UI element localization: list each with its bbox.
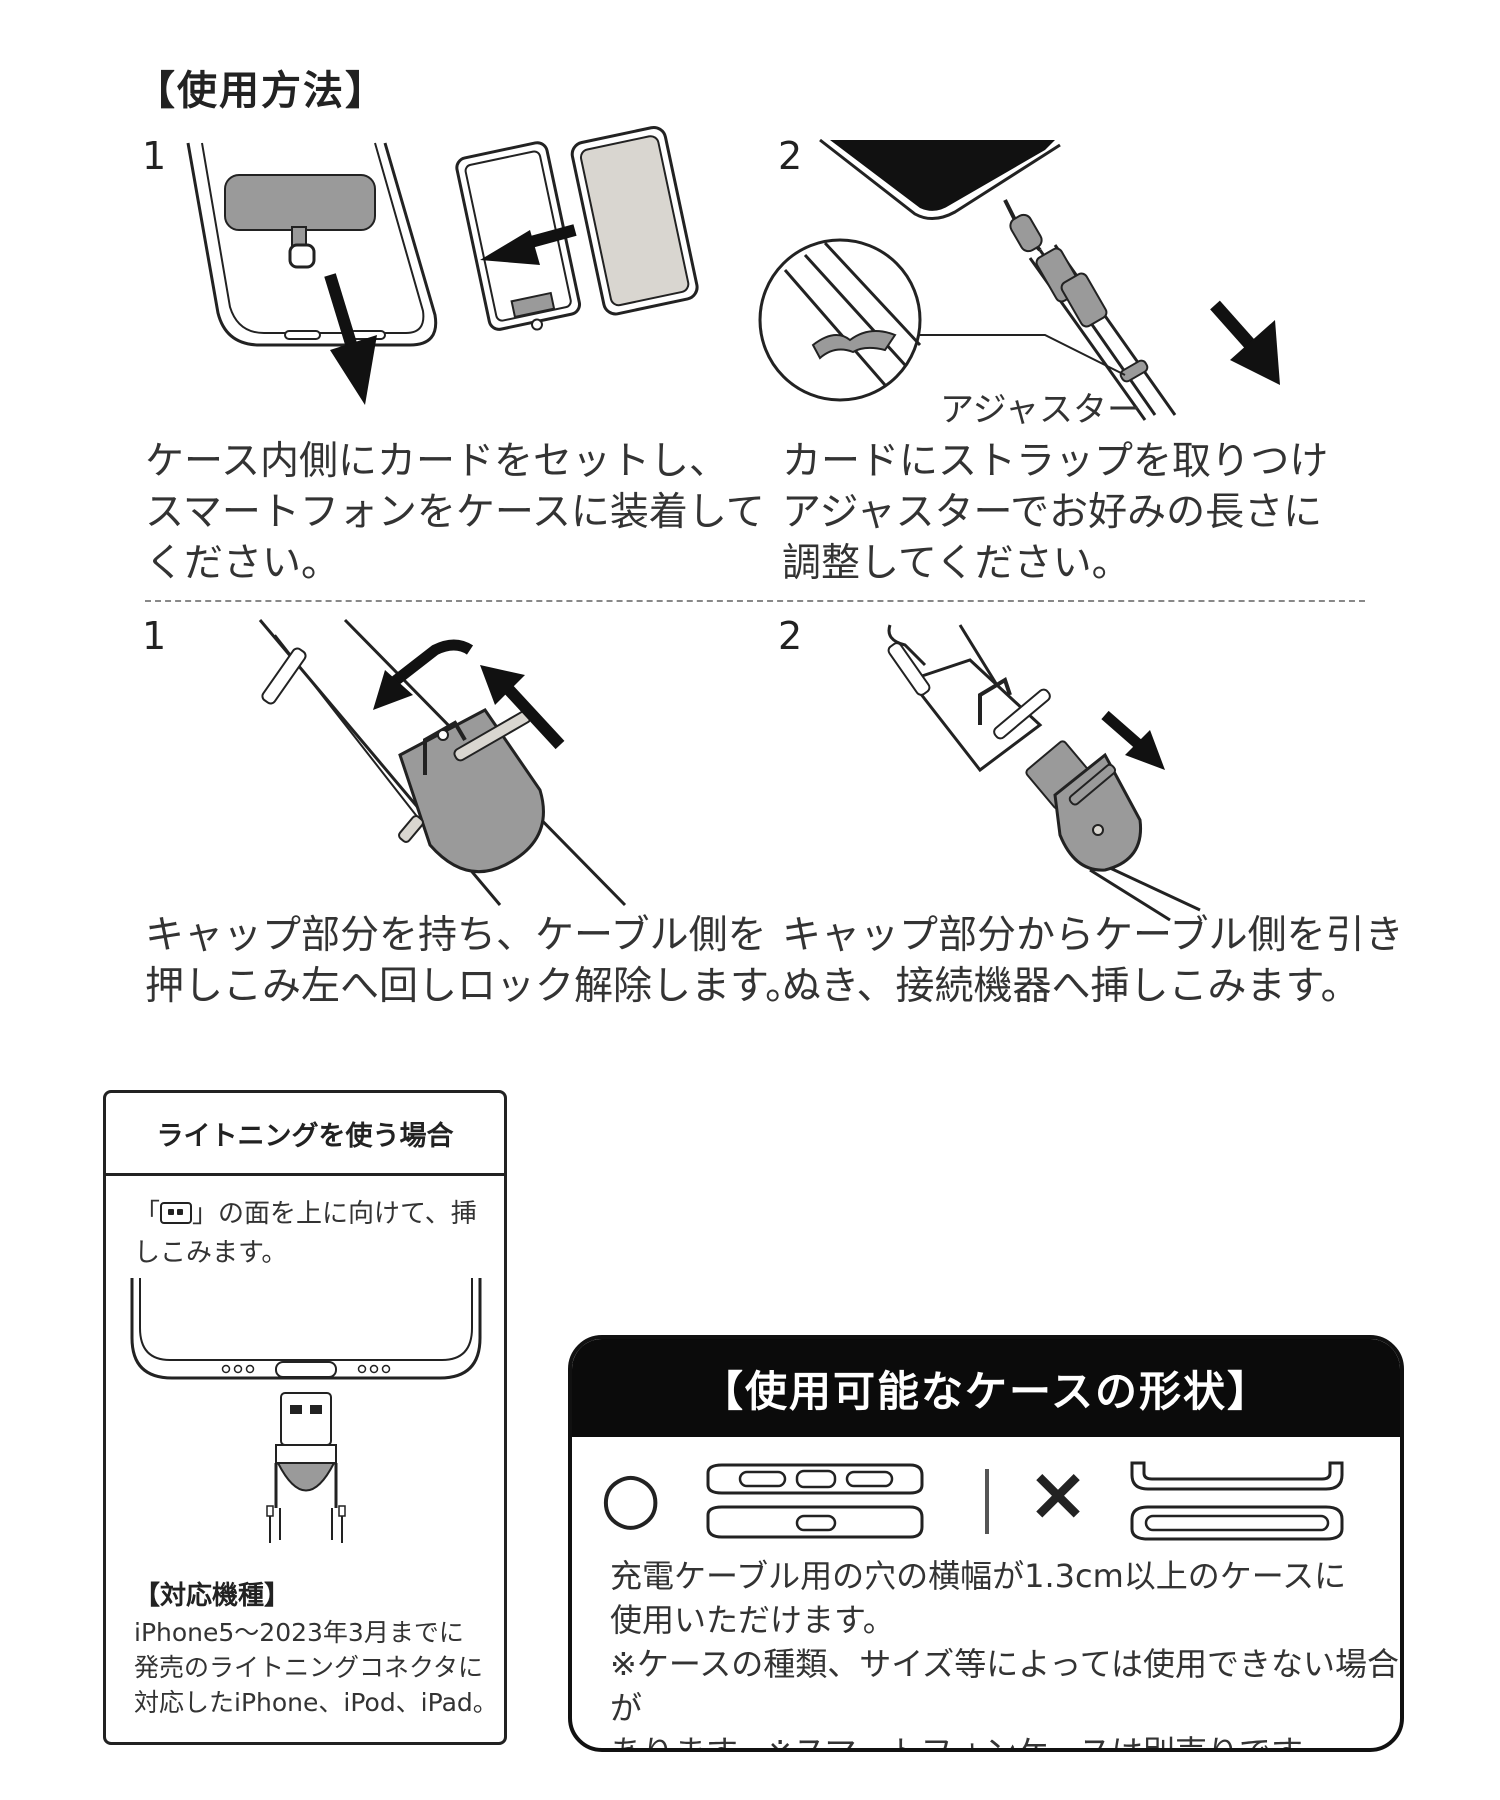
lightning-usage-box: ライトニングを使う場合 「」の面を上に向けて、挿しこみます。 【対応機種】 iP… [103, 1090, 507, 1745]
desc-line: アジャスターでお好みの長さに [782, 490, 1323, 535]
strap-adjuster-illustration [758, 138, 1280, 421]
step-description: キャップ部分からケーブル側を引き ぬき、接続機器へ挿しこみます。 [782, 910, 1404, 1012]
adjuster-label: アジャスター [940, 390, 1141, 430]
connector-face-icon [160, 1202, 193, 1224]
bracket-open: 「 [134, 1199, 161, 1229]
case-text-line: ※ケースの種類、サイズ等によっては使用できない場合が [610, 1645, 1400, 1727]
models-line: iPhone5～2023年3月までに [134, 1618, 464, 1647]
cap-remove-illustration [887, 624, 1201, 922]
step-description: ケース内側にカードをセットし、 スマートフォンをケースに装着して ください。 [145, 436, 765, 589]
desc-line: 押しこみ左へ回しロック解除します。 [145, 964, 805, 1009]
desc-line: スマートフォンをケースに装着して [145, 490, 765, 535]
case-box-title: 【使用可能なケースの形状】 [572, 1339, 1400, 1437]
case-shape-box: 【使用可能なケースの形状】 ○ × 充電ケーブル用の穴の横幅が1.3cm以上のケ… [568, 1335, 1404, 1752]
case-shape-illustration [706, 1461, 1344, 1541]
desc-line: キャップ部分からケーブル側を引き [782, 913, 1404, 958]
desc-line: ください。 [145, 541, 341, 586]
lightning-connector-illustration [130, 1278, 482, 1543]
desc-line: ぬき、接続機器へ挿しこみます。 [782, 964, 1360, 1009]
case-box-text: 充電ケーブル用の穴の横幅が1.3cm以上のケースに 使用いただけます。 ※ケース… [610, 1554, 1400, 1752]
instruction-text: 」の面を上に向けて、挿しこみます。 [134, 1199, 477, 1268]
models-text: iPhone5～2023年3月までに 発売のライトニングコネクタに 対応したiP… [134, 1615, 504, 1720]
step-number: 1 [142, 614, 167, 658]
step-number: 1 [142, 134, 167, 178]
desc-line: 調整してください。 [782, 541, 1131, 586]
ng-mark: × [1027, 1451, 1090, 1537]
desc-line: キャップ部分を持ち、ケーブル側を [145, 913, 767, 958]
section-divider [145, 600, 1365, 602]
case-card-illustration [186, 125, 699, 405]
desc-line: ケース内側にカードをセットし、 [145, 439, 729, 484]
step-description: キャップ部分を持ち、ケーブル側を 押しこみ左へ回しロック解除します。 [145, 910, 804, 1012]
case-text-line: あります。※スマートフォンケースは別売りです。 [610, 1733, 1332, 1752]
case-text-line: 使用いただけます。 [610, 1601, 895, 1639]
case-text-line: 充電ケーブル用の穴の横幅が1.3cm以上のケースに [610, 1557, 1347, 1595]
models-title: 【対応機種】 [134, 1581, 291, 1611]
lightning-box-title: ライトニングを使う場合 [106, 1093, 504, 1176]
cap-unlock-illustration [258, 618, 627, 907]
step-number: 2 [778, 134, 803, 178]
models-line: 発売のライトニングコネクタに [134, 1653, 484, 1682]
models-line: 対応したiPhone、iPod、iPad。 [134, 1688, 498, 1717]
ok-mark: ○ [600, 1456, 662, 1538]
desc-line: カードにストラップを取りつけ [782, 439, 1329, 484]
step-description: カードにストラップを取りつけ アジャスターでお好みの長さに 調整してください。 [782, 436, 1328, 589]
page-title: 【使用方法】 [135, 68, 387, 114]
lightning-instruction: 「」の面を上に向けて、挿しこみます。 [134, 1195, 494, 1273]
step-number: 2 [778, 614, 803, 658]
